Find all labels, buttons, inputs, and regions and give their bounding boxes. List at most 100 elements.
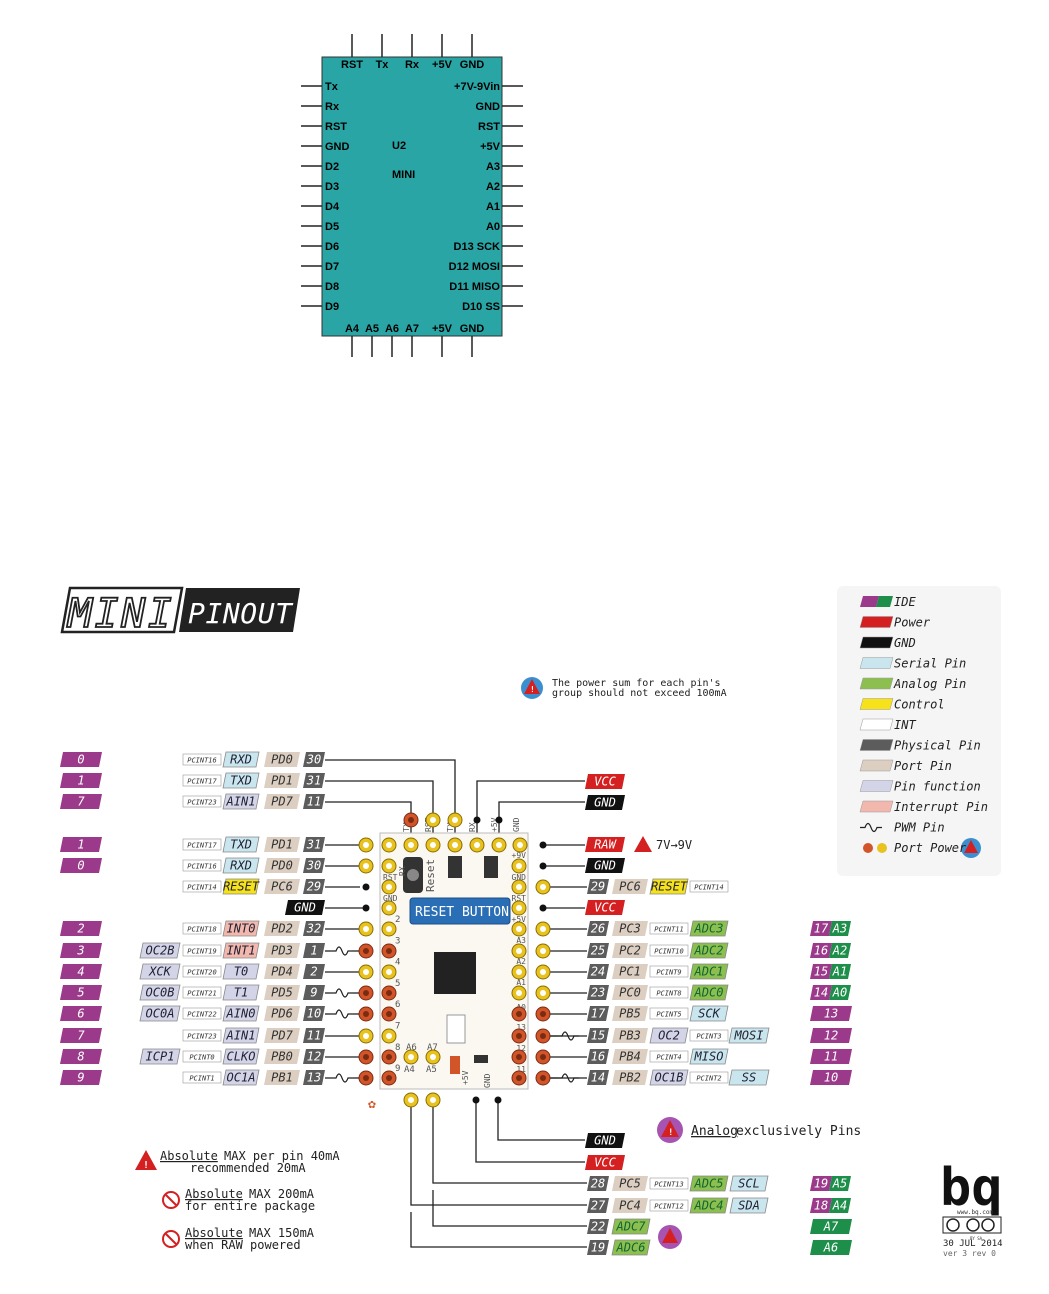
right-ide2-7-box xyxy=(829,985,851,1000)
left-fn-11-box xyxy=(222,1069,260,1086)
right-phys-10-text: 16 xyxy=(591,1050,605,1064)
board-pad-left-4-hole xyxy=(386,926,392,932)
right-ide2-7-text: A0 xyxy=(832,986,847,1000)
left-pad-5-hole xyxy=(363,948,369,954)
bottom-fn-1-box xyxy=(689,1197,729,1214)
silk-reset: Reset xyxy=(424,859,437,892)
board-pad-top-0-hole xyxy=(386,842,392,848)
bottom-phys-0-text: 28 xyxy=(591,1177,605,1191)
right-pcint-6-box xyxy=(649,965,689,978)
left-port-9-box xyxy=(264,1028,300,1043)
left-ide-1-text: 0 xyxy=(77,859,84,873)
board: RESET BUTTON TXRSTTXRX+5VGNDRXRSTGND2345… xyxy=(368,817,529,1112)
right-extra-11-text: SS xyxy=(742,1071,756,1085)
title-word-pinout: PINOUT xyxy=(188,597,294,630)
board-pad-right-4-hole xyxy=(516,926,522,932)
left-ide-4-text: 2 xyxy=(77,922,84,936)
bottom-ide2-0-text: A5 xyxy=(832,1177,847,1191)
right-port-11-text: PB2 xyxy=(619,1071,641,1085)
right-pcint-4-box xyxy=(649,922,689,935)
reset-switch-knob xyxy=(407,869,419,881)
left-ide-8-text: 6 xyxy=(77,1007,84,1021)
right-fn-6-box xyxy=(689,963,729,980)
left-pad-10-hole xyxy=(363,1054,369,1060)
left-ide-5-box xyxy=(60,943,102,958)
bottom-port-1-text: PC4 xyxy=(619,1199,641,1213)
port-power-yellow-icon xyxy=(877,843,887,853)
schematic-top-label-0: RST xyxy=(341,59,363,71)
schematic-right-label-10: D11 MISO xyxy=(449,281,500,293)
board-pad-left-3-hole xyxy=(386,905,392,911)
right-phys-6-box xyxy=(587,964,609,979)
bottom-fn-0-box xyxy=(689,1175,729,1192)
right-tag-1-text: GND xyxy=(594,859,616,873)
left-gnd-tag-text: GND xyxy=(294,901,316,915)
note-line2-0: recommended 20mA xyxy=(190,1161,306,1175)
silk-right-8: 13 xyxy=(516,1023,526,1032)
left-fn-9-box xyxy=(222,1027,260,1044)
silk-left-8: 8 xyxy=(395,1043,400,1053)
right-phys-2-box xyxy=(587,879,609,894)
bottom-port-1-box xyxy=(612,1198,648,1213)
right-fn-5-box xyxy=(689,942,729,959)
right-port-2-text: PC6 xyxy=(619,880,641,894)
left-phys-7-box xyxy=(303,985,325,1000)
right-ide-7-text: 14 xyxy=(814,986,828,1000)
reset-button-callout xyxy=(409,897,511,925)
raw-warning-icon xyxy=(634,836,652,852)
schematic-right-label-2: RST xyxy=(478,121,500,133)
right-fn-10-box xyxy=(689,1048,729,1065)
legend-label-9: Pin function xyxy=(894,780,981,794)
raw-voltage: 7V→9V xyxy=(656,838,692,852)
schematic-bottom-label-1: A5 xyxy=(365,323,379,335)
left-phys-5-text: 1 xyxy=(310,944,317,958)
top-left-phys-1-text: 31 xyxy=(306,774,321,788)
top-left-phys-2-text: 11 xyxy=(307,795,321,809)
silk-a5: A5 xyxy=(426,1065,437,1075)
left-port-1-box xyxy=(264,858,300,873)
schematic-left-label-7: D5 xyxy=(325,221,339,233)
right-ide-5-box xyxy=(810,943,832,958)
bottom-fn-1-text: ADC4 xyxy=(694,1199,724,1213)
right-phys-8-box xyxy=(587,1006,609,1021)
right-pad-10-hole xyxy=(540,1054,546,1060)
right-ide-11-box xyxy=(810,1070,852,1085)
top-pad-d7-hole xyxy=(408,817,414,823)
bottom-tag-vcc-box xyxy=(585,1155,625,1170)
right-fn-2-box xyxy=(649,878,689,895)
schematic-left-label-11: D9 xyxy=(325,301,339,313)
right-phys-9-box xyxy=(587,1028,609,1043)
analog-note-underlined: Analog xyxy=(691,1124,738,1139)
bottom-fn-2-text: ADC7 xyxy=(616,1220,647,1234)
bottom-ide2-2-text: A7 xyxy=(823,1220,839,1234)
wire-top-1 xyxy=(325,780,434,838)
left-ide-7-text: 5 xyxy=(77,986,84,1000)
reset-button-label: RESET BUTTON xyxy=(415,905,509,920)
bottom-pcint-1-box xyxy=(649,1199,689,1212)
left-port-2-box xyxy=(264,879,300,894)
left-phys-11-text: 13 xyxy=(307,1071,321,1085)
right-ide-4-text: 17 xyxy=(814,922,829,936)
right-ide-6-text: 15 xyxy=(814,965,828,979)
right-port-4-text: PC3 xyxy=(619,922,641,936)
right-extra-11-box xyxy=(728,1069,770,1086)
right-fn-6-text: ADC1 xyxy=(694,965,724,979)
left-port-0-text: PD1 xyxy=(271,838,293,852)
bottom-phys-3-box xyxy=(587,1240,609,1255)
left-extra-6-box xyxy=(139,963,181,980)
right-pcint-8-text: PCINT5 xyxy=(656,1011,681,1019)
silk-left-2: 2 xyxy=(395,915,400,925)
adc-warning-triangle-icon xyxy=(662,1228,678,1243)
legend-swatch-3 xyxy=(859,657,894,669)
board-pad-left-9-hole xyxy=(386,1033,392,1039)
board-pad-right-5-hole xyxy=(516,948,522,954)
top-left-fn-2-box xyxy=(222,793,260,810)
left-fn-4-text: INT0 xyxy=(227,922,256,936)
left-ide-7-box xyxy=(60,985,102,1000)
silk-bottom-gnd: GND xyxy=(483,1073,492,1088)
left-port-6-text: PD4 xyxy=(271,965,293,979)
wire-top-0 xyxy=(325,759,456,838)
right-port-2-box xyxy=(612,879,648,894)
right-port-8-box xyxy=(612,1006,648,1021)
